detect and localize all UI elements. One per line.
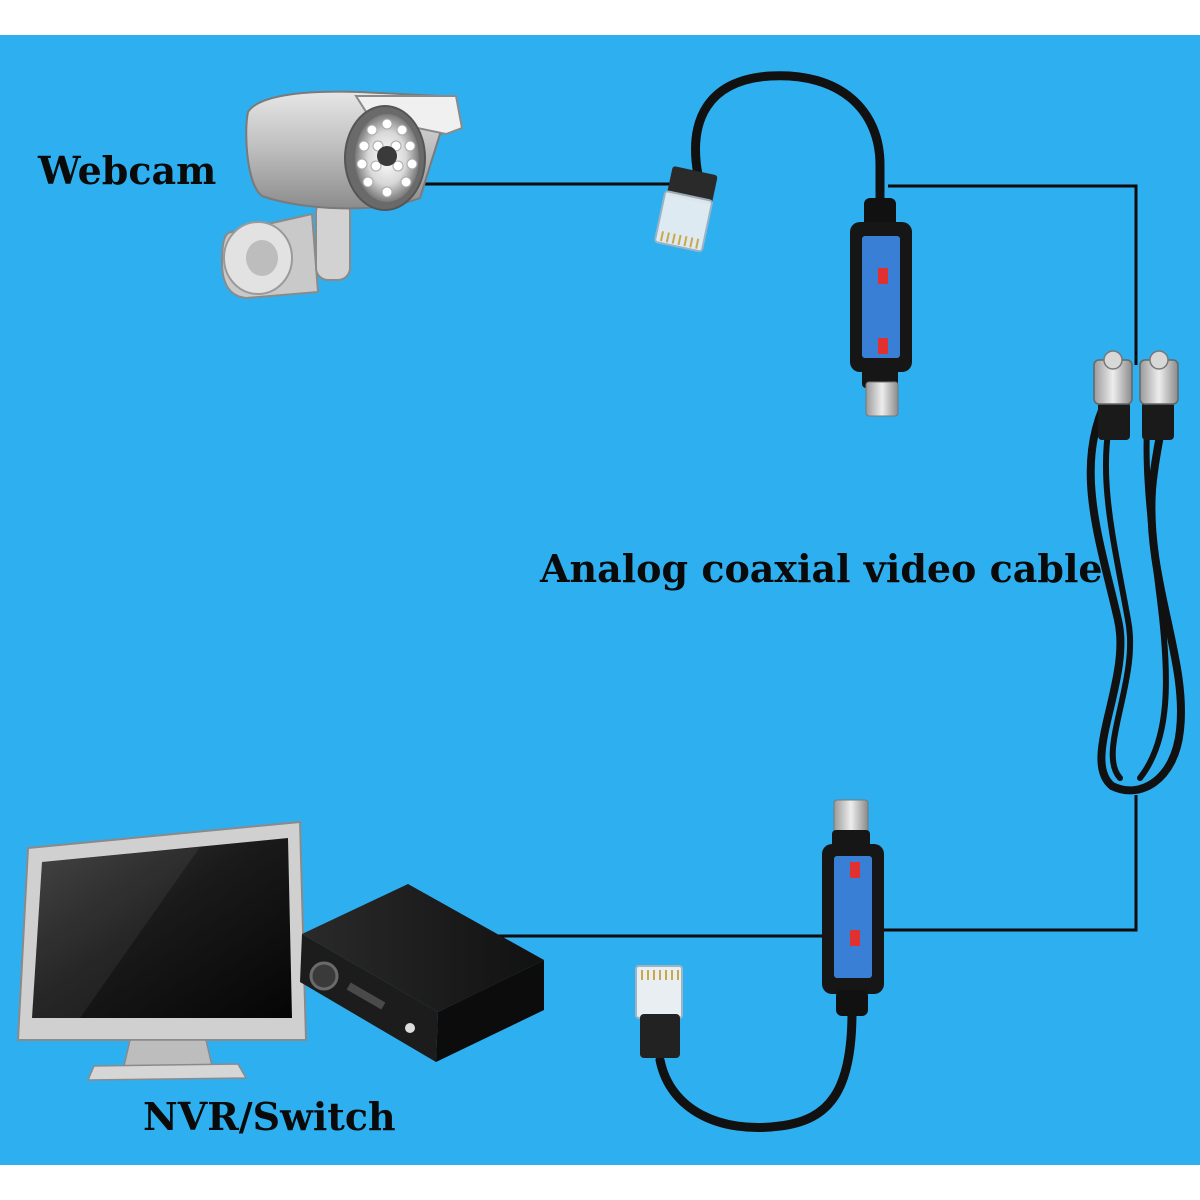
security-camera-icon <box>220 90 464 300</box>
balun-label-panel <box>834 856 872 978</box>
cable-label: Analog coaxial video cable <box>539 546 1103 591</box>
camera-label: Webcam <box>37 148 216 193</box>
balun-label-panel <box>862 236 900 358</box>
connection-wires <box>420 182 1138 938</box>
rj45-plug-icon <box>635 965 683 1058</box>
coaxial-cable-icon <box>1086 386 1185 795</box>
coax-to-bottom-balun-wire <box>880 795 1138 932</box>
bnc-connector-icon <box>865 381 899 417</box>
top-balun-assembly <box>654 71 912 417</box>
bnc-plug-pair-icon <box>1093 350 1179 440</box>
recorder-label: NVR/Switch <box>143 1094 396 1139</box>
top-balun-to-coax-wire <box>888 184 1138 365</box>
bottom-balun-assembly <box>635 799 884 1132</box>
rj45-plug-icon <box>654 166 718 253</box>
nvr-box-icon <box>300 884 544 1062</box>
monitor-icon <box>16 820 308 1081</box>
